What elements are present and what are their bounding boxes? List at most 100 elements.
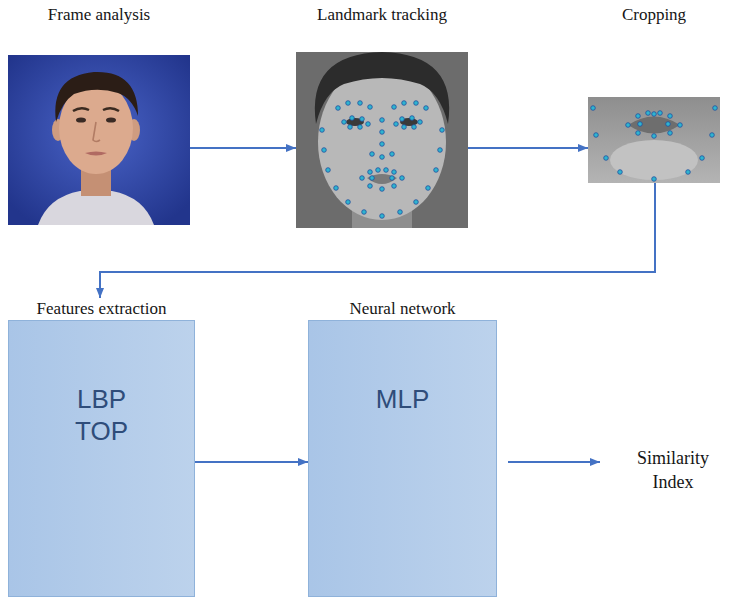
landmark-dot xyxy=(368,184,373,189)
landmark-dot xyxy=(394,122,399,127)
box-fill: MLP xyxy=(308,320,497,597)
illustration-part xyxy=(38,191,154,225)
landmark-dot xyxy=(366,122,371,127)
illustration-part xyxy=(296,52,468,228)
node-heading: Landmark tracking xyxy=(296,4,468,26)
illustration-part xyxy=(73,108,89,111)
landmark-dot xyxy=(618,170,623,175)
illustration-part xyxy=(93,122,100,142)
landmark-dot xyxy=(402,125,407,130)
landmark-dot xyxy=(652,134,657,139)
illustration-part xyxy=(320,101,445,219)
landmark-dot xyxy=(591,106,596,111)
landmark-dot xyxy=(322,148,327,153)
landmark-dot xyxy=(368,105,373,110)
box-fill: LBP TOP xyxy=(8,320,195,597)
landmark-dot xyxy=(358,101,363,106)
landmark-dot xyxy=(334,186,339,191)
illustration-part xyxy=(588,97,720,183)
landmark-dot xyxy=(686,170,691,175)
landmark-dot xyxy=(418,120,423,125)
landmark-dot xyxy=(380,118,385,123)
landmark-dot xyxy=(358,125,363,130)
landmark-dot xyxy=(646,111,651,116)
landmark-dot xyxy=(346,101,351,106)
illustration-part xyxy=(610,140,698,180)
landmark-dot xyxy=(360,117,365,122)
box-label: LBP TOP xyxy=(62,383,142,447)
landmark-dot xyxy=(678,123,683,128)
landmark-dot xyxy=(350,116,355,121)
landmark-dot xyxy=(380,130,385,135)
landmark-dot xyxy=(400,117,405,122)
landmark-dot xyxy=(652,177,657,182)
output-label: Similarity Index xyxy=(623,446,723,494)
landmark-dot xyxy=(384,168,389,173)
landmark-dot xyxy=(410,116,415,121)
landmark-dot xyxy=(392,170,397,175)
landmark-dot xyxy=(320,128,325,133)
illustration-part xyxy=(76,117,86,122)
image-panel: Landmark tracking xyxy=(296,4,468,228)
flow-arrow xyxy=(195,461,308,463)
landmark-dot xyxy=(626,123,631,128)
illustration-part xyxy=(106,117,116,122)
image-panel: Frame analysis xyxy=(8,4,190,225)
landmark-dot xyxy=(380,214,385,219)
node-heading: Features extraction xyxy=(8,298,195,320)
node-heading: Frame analysis xyxy=(8,4,190,26)
flow-arrow xyxy=(100,183,655,298)
illustration-part xyxy=(367,174,397,184)
illustration-part xyxy=(85,152,107,156)
landmark-dot xyxy=(440,128,445,133)
landmark-dot xyxy=(666,122,671,127)
landmark-dot xyxy=(398,210,403,215)
landmark-dot xyxy=(368,170,373,175)
landmark-dot xyxy=(414,200,419,205)
node-heading: Cropping xyxy=(588,4,720,26)
landmark-dot xyxy=(400,176,405,181)
landmark-dot xyxy=(342,120,347,125)
landmark-dot xyxy=(710,133,715,138)
landmark-dot xyxy=(604,156,609,161)
landmark-dot xyxy=(668,114,673,119)
flow-arrow xyxy=(190,147,296,149)
landmark-dot xyxy=(360,176,365,181)
landmark-dot xyxy=(346,200,351,205)
landmark-dot xyxy=(434,168,439,173)
landmark-dot xyxy=(636,114,641,119)
landmark-dot xyxy=(390,152,395,157)
output-arrow xyxy=(508,461,600,463)
landmark-dot xyxy=(380,155,385,160)
box-label: MLP xyxy=(363,383,443,415)
landmark-dot xyxy=(402,101,407,106)
landmark-dot xyxy=(370,176,375,181)
landmark-dot xyxy=(390,176,395,181)
landmark-dot xyxy=(652,112,657,117)
landmark-dot xyxy=(392,184,397,189)
process-box: Features extractionLBP TOP xyxy=(8,298,195,597)
landmark-dot xyxy=(414,101,419,106)
illustration-part xyxy=(55,72,138,122)
node-heading: Neural network xyxy=(308,298,497,320)
landmark-dot xyxy=(380,142,385,147)
landmark-dot xyxy=(380,187,385,192)
face-photo xyxy=(8,55,190,225)
landmark-dot xyxy=(392,105,397,110)
landmark-face xyxy=(296,52,468,228)
landmark-dot xyxy=(326,168,331,173)
landmark-dot xyxy=(426,186,431,191)
illustration-part xyxy=(628,117,680,134)
landmark-dot xyxy=(376,168,381,173)
landmark-dot xyxy=(424,106,429,111)
cropped-mouth xyxy=(588,97,720,183)
landmark-dot xyxy=(412,125,417,130)
image-panel: Cropping xyxy=(588,4,720,183)
illustration-part xyxy=(591,106,718,182)
landmark-dot xyxy=(336,106,341,111)
illustration-part xyxy=(8,55,190,225)
illustration-part xyxy=(315,52,449,124)
landmark-dot xyxy=(438,148,443,153)
landmark-dot xyxy=(370,152,375,157)
